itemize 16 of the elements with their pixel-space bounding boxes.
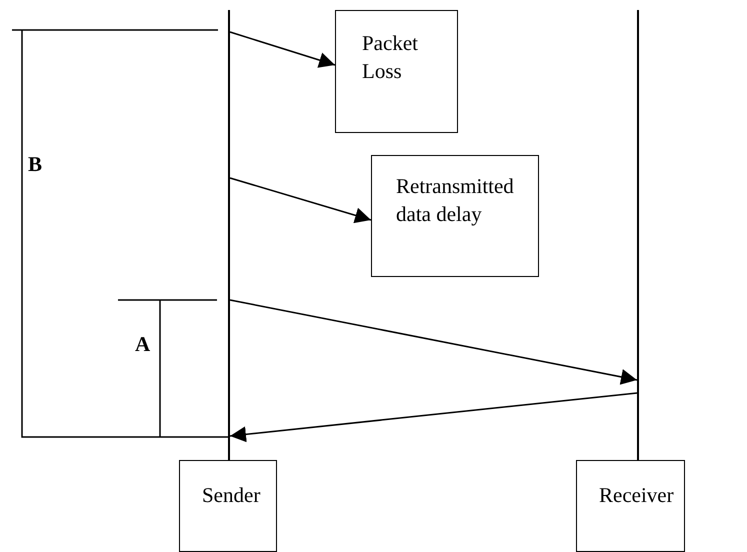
arrow — [230, 392, 638, 442]
lifeline — [637, 10, 639, 460]
dimension-label: A — [135, 332, 150, 357]
label-box — [335, 10, 458, 133]
dimension-label: B — [28, 152, 42, 177]
node-text: Packet Loss — [362, 30, 419, 86]
label-box — [576, 460, 685, 552]
node-text: Retransmitted data delay — [396, 173, 515, 228]
arrow — [230, 299, 638, 385]
node-text: Receiver — [599, 482, 675, 509]
lifeline — [228, 10, 230, 460]
label-box — [371, 155, 539, 277]
label-box — [179, 460, 277, 552]
arrow — [230, 31, 336, 68]
node-text: Sender — [202, 482, 262, 509]
arrow — [230, 177, 372, 224]
